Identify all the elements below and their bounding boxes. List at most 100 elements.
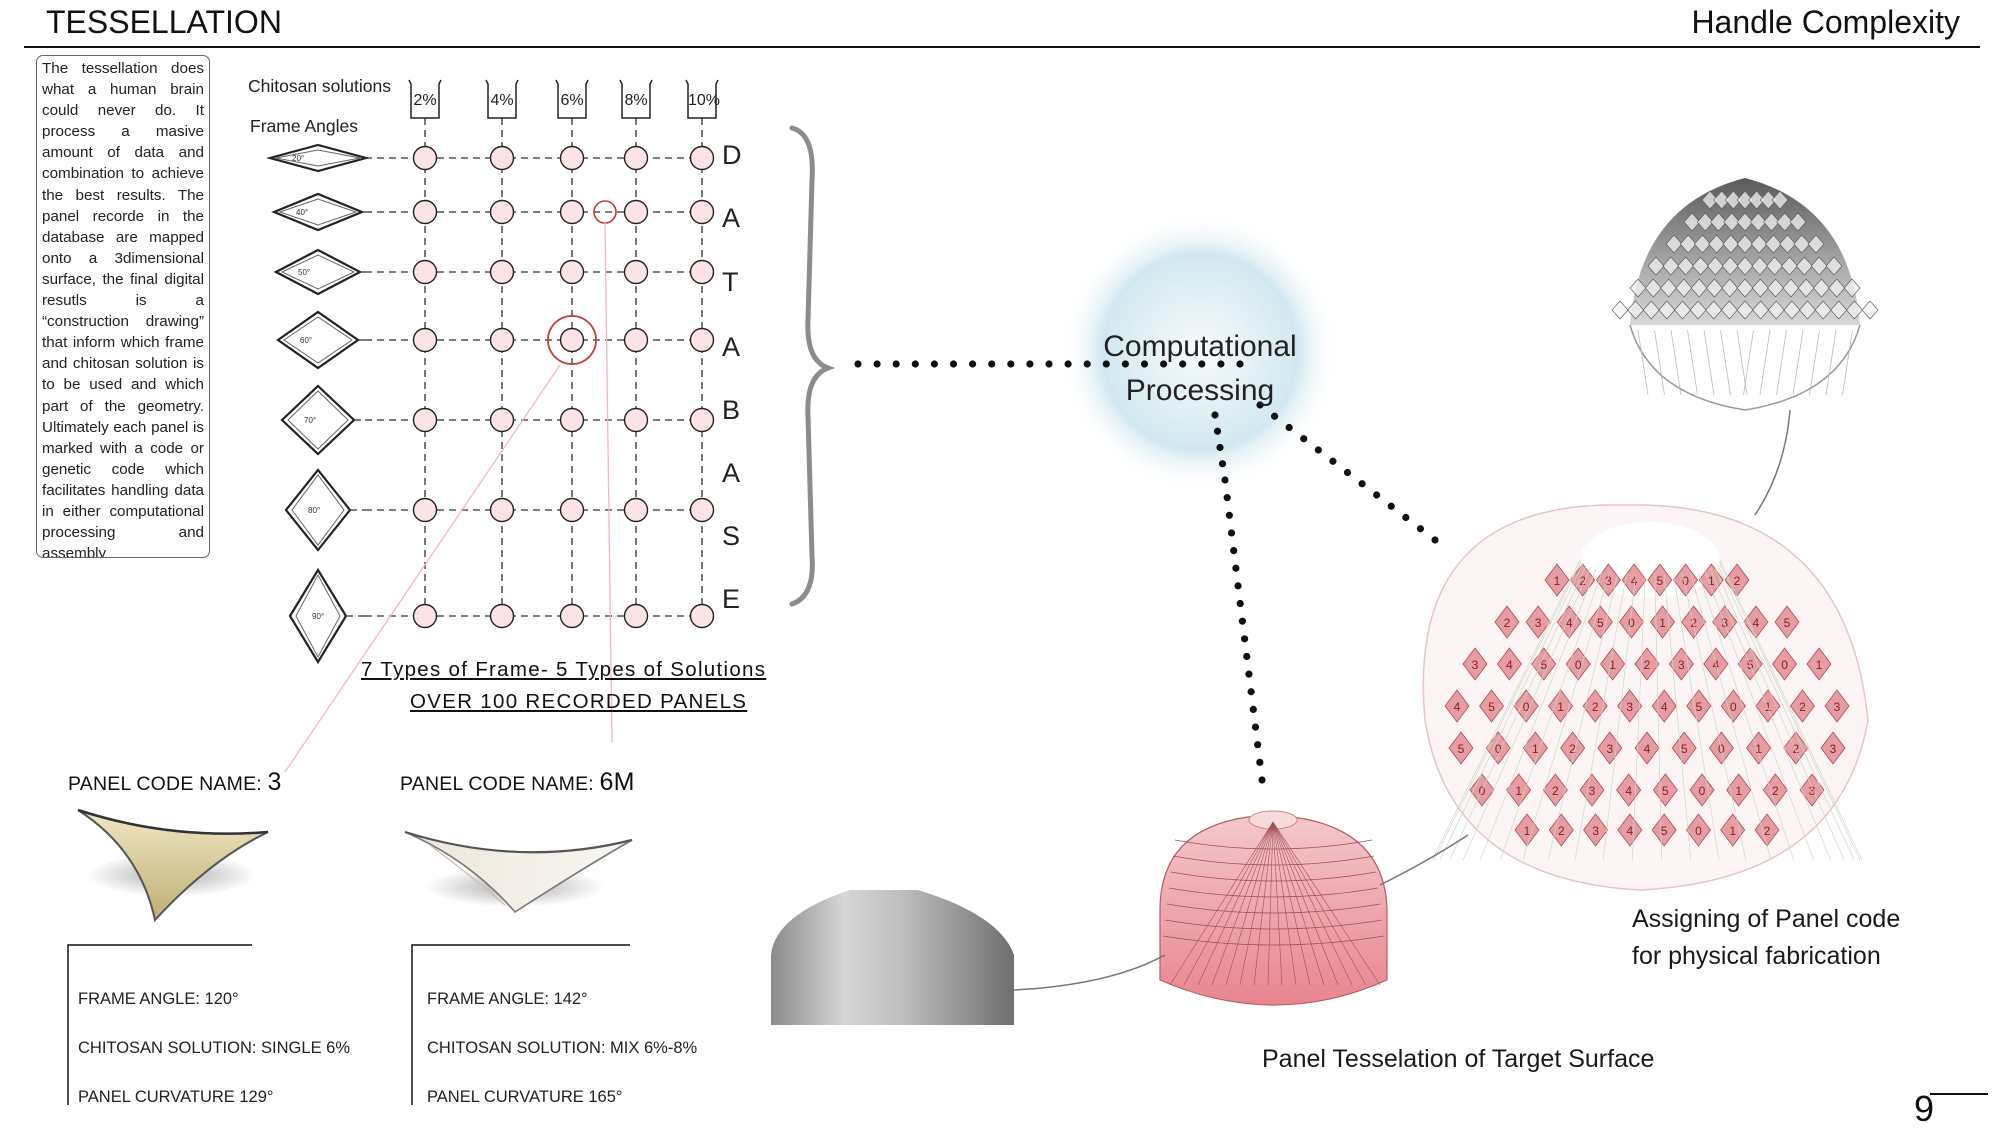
coded-panel <box>1513 689 1539 723</box>
connector-dot <box>1236 599 1244 608</box>
connector-dot <box>1221 476 1229 484</box>
matrix-node <box>689 259 715 285</box>
grey-mesh-line <box>1687 329 1698 396</box>
grey-facet <box>1690 278 1708 298</box>
coded-panel <box>1597 731 1623 765</box>
matrix-node <box>559 497 585 523</box>
small-dome-ring <box>1168 887 1379 898</box>
frame-angle-label: 90° <box>312 612 324 621</box>
panel-6m-curvature: PANEL CURVATURE 165° <box>427 1088 623 1106</box>
frame-rhombus <box>280 384 356 456</box>
panel-code-mark: 1 <box>1557 700 1564 714</box>
tessellation-caption: Panel Tesselation of Target Surface <box>1262 1045 1655 1073</box>
small-dome-rib <box>1253 821 1274 986</box>
dome-mesh-line <box>1522 572 1610 861</box>
connector-dot <box>1238 617 1247 625</box>
small-dome-rib <box>1211 821 1274 986</box>
connector-dot <box>1245 670 1253 678</box>
coded-panel <box>1587 605 1613 639</box>
small-dome-rib <box>1225 821 1274 986</box>
connector-dot <box>1314 446 1322 454</box>
grey-facet <box>1783 300 1801 320</box>
grey-mesh-line <box>1654 329 1665 396</box>
connector-dot <box>1213 427 1222 435</box>
connector-dot <box>1045 360 1053 368</box>
small-dome-rib <box>1272 821 1325 986</box>
panel-code-mark: 3 <box>1830 742 1837 756</box>
panel-code-mark: 2 <box>1644 658 1651 672</box>
pointer-line-panel-3 <box>284 364 561 773</box>
matrix-node <box>489 145 515 171</box>
panel-code-mark: 0 <box>1495 742 1502 756</box>
grey-facet <box>1771 190 1789 210</box>
coded-panel <box>1652 773 1678 807</box>
grey-mesh-line <box>1670 329 1682 396</box>
connector-dot <box>1026 360 1034 368</box>
connector-dot <box>969 360 977 368</box>
coded-panel <box>1448 731 1474 765</box>
coded-panel <box>1634 731 1660 765</box>
grey-facet <box>1721 278 1739 298</box>
coded-panel <box>1708 731 1734 765</box>
grey-facet <box>1764 234 1782 254</box>
grey-facet <box>1708 234 1726 254</box>
dome-mesh-line <box>1499 570 1603 861</box>
grey-facet <box>1795 256 1813 276</box>
panel-code-mark: 5 <box>1784 616 1791 630</box>
grey-facet <box>1629 278 1647 298</box>
panel-code-mark: 2 <box>1552 784 1559 798</box>
small-dome-rib <box>1272 821 1283 986</box>
panel-code-mark: 1 <box>1554 574 1561 588</box>
panel-code-mark: 4 <box>1566 616 1573 630</box>
panel-code-mark: 0 <box>1699 784 1706 798</box>
processing-label-line1: Computational <box>1103 330 1297 363</box>
connector-dot <box>1216 443 1224 452</box>
coded-panel <box>1525 605 1551 639</box>
panel-6m-frame-angle: FRAME ANGLE: 142° <box>427 990 588 1008</box>
panel-code-mark: 2 <box>1792 742 1799 756</box>
coded-panel <box>1531 647 1557 681</box>
dome-mesh-line <box>1431 559 1581 861</box>
coded-panel <box>1617 813 1643 847</box>
connector-dot <box>1223 494 1231 502</box>
coded-panel <box>1673 563 1699 597</box>
connector-dot <box>1249 705 1257 714</box>
grey-mesh-line <box>1720 329 1731 396</box>
dome-mesh-line <box>1631 575 1646 861</box>
dome-mesh-line <box>1713 565 1845 861</box>
panel-code-mark: 1 <box>1515 784 1522 798</box>
panel-code-mark: 0 <box>1628 616 1635 630</box>
panel-6m-solution: CHITOSAN SOLUTION: MIX 6%-8% <box>427 1039 698 1057</box>
panel-code-mark: 5 <box>1540 658 1547 672</box>
solution-beaker <box>408 79 442 119</box>
connector-dot <box>1240 635 1249 643</box>
matrix-node <box>489 327 515 353</box>
matrix-node <box>412 199 438 225</box>
grey-facet <box>1647 256 1665 276</box>
panel-code-mark: 2 <box>1764 824 1771 838</box>
grey-facet <box>1749 212 1767 232</box>
grey-facet <box>1814 300 1832 320</box>
panel-code-mark: 1 <box>1609 658 1616 672</box>
connector-dot <box>1179 360 1187 368</box>
grey-mesh-line <box>1792 329 1804 396</box>
grey-facet <box>1767 278 1784 298</box>
connector-dot <box>1387 502 1395 510</box>
grey-facet <box>1799 300 1816 320</box>
coded-panel <box>1762 773 1788 807</box>
panel-code-mark: 3 <box>1809 784 1816 798</box>
panel-code-mark: 2 <box>1592 700 1599 714</box>
connector-dot <box>1243 652 1251 661</box>
coded-panel <box>1726 773 1752 807</box>
database-letter: S <box>722 521 741 551</box>
panel-code-mark: 2 <box>1690 616 1697 630</box>
page-subtitle: Handle Complexity <box>1691 4 1960 40</box>
panel-3-frame-angle: FRAME ANGLE: 120° <box>78 990 239 1008</box>
frame-angle-column: 20°40°50°60°70°80°90° <box>265 143 371 665</box>
frame-rhombus <box>273 248 363 296</box>
matrix-node <box>559 259 585 285</box>
model-link-arc-1 <box>1013 954 1166 991</box>
panel-code-mark: 4 <box>1753 616 1760 630</box>
small-dome-ring <box>1174 839 1373 850</box>
panel-code-mark: 2 <box>1558 824 1565 838</box>
